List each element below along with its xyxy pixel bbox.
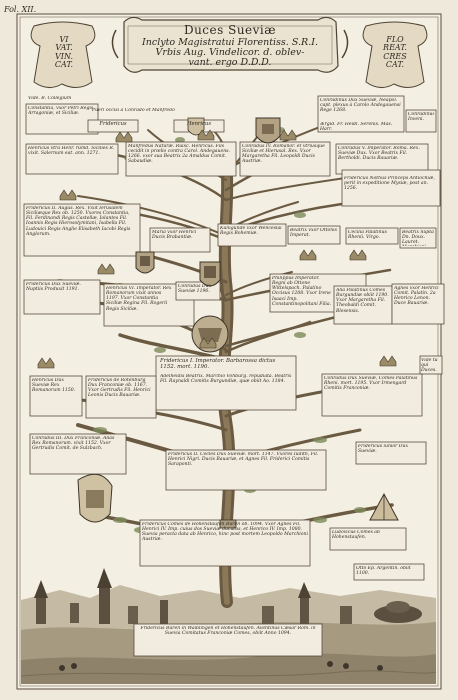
caption-conradus-palatinus: Conradus Dux Sueviæ, Comes Palatinus Rhe…	[324, 376, 418, 392]
caption-conradus-iii: Conradus III. Dux Franconiæ. Alias Rex R…	[32, 436, 115, 452]
caption-conradinus-sub: Ærgid. Fr. Heidl. Serenis. Mas. Harr.	[320, 122, 393, 131]
motto-right-line: CAT.	[385, 60, 405, 70]
caption-vide-tu: Vide tu qui Duces.	[421, 358, 438, 372]
title-line-1: Duces Sueviæ	[183, 23, 277, 37]
caption-otto: Otto Ep. Argentin. obiit 1100.	[356, 566, 411, 577]
bishops-mitre	[369, 492, 399, 521]
motto-left-line: VI	[59, 35, 69, 44]
caption-fridericus-iunior: Fridericus iunior Dux Sueviæ.	[358, 444, 409, 455]
caption-maria: Maria vxor Henrici Ducis Brabantiæ.	[152, 230, 197, 241]
caption-fridericus: Fridericus	[99, 121, 127, 127]
caption-fridericus-rotenburg: Fridericus de Rotenburg Dux Franconiæ ob…	[88, 378, 151, 399]
caption-cecilia: Cecilia Palatinus Rhenii. Virgo.	[348, 230, 387, 241]
caption-vide-collegium: Vide. B. Collegium	[28, 96, 72, 101]
caption-beatrix-nupta: Beatrix nupta Dn. Doux. Lauret. Marchion…	[402, 230, 434, 246]
caption-henricus-rex: Henricus vtra Henr. rumd. Sicilies R. vi…	[28, 146, 115, 157]
heraldic-shields	[77, 117, 281, 529]
caption-fridericus-buren: Fridericus Buren in Waiblingen et Hohens…	[140, 626, 316, 637]
motto-right-line: REAT.	[383, 43, 407, 53]
caption-conradus-iv: Conradus IV. Romanor. et vtriusque Sicil…	[242, 144, 325, 165]
caption-philippus: Philippus Imperator. Regni ab Ottone Wit…	[272, 276, 332, 307]
caption-fridericus-ii-cocles: Fridericus II. Cocles Dux Sueviæ. mort. …	[168, 452, 319, 468]
caption-henricus-dux: Henricus Dux Sueviæ Rex Romanorum 1150.	[32, 378, 76, 394]
motto-right-line: CRES	[383, 51, 407, 61]
caption-frames	[23, 95, 445, 657]
caption-corner-right: Conradinus Inveni.	[408, 112, 434, 123]
caption-henricus-vi: Henricus VI. Imperator. Rex Romanorum vi…	[106, 286, 172, 312]
caption-alia-pals: Alia Palatinus Comes Burgundiæ obiit 119…	[336, 288, 389, 314]
caption-constantia: Constantia, vxor Petri Regis Arragoniæ, …	[28, 106, 94, 117]
caption-beatrix: Beatrix vxor Ottonis Imperat.	[290, 228, 338, 239]
caption-fridericus-ii: Fridericus II. Augus. Rex. Vixit Ierusal…	[26, 206, 131, 237]
caption-ludovicus: Ludovicus Comes ab Hohenstaufen.	[332, 530, 380, 541]
caption-manfredus: Manfredus Naturæ. Ruisc. Henricus. Fils …	[128, 144, 230, 165]
motto-left: VI VAT. VIN. CAT.	[40, 35, 88, 70]
caption-fridericus-nothus: Fridericus Nothus Princeps Antiochiæ, pe…	[344, 176, 435, 192]
folio-number: Fol. XII.	[4, 5, 37, 14]
river	[20, 670, 437, 677]
motto-right: FLO REAT. CRES CAT.	[370, 35, 420, 70]
caption-pueri: Pueri occisi à Conrado et Manfredo	[92, 108, 175, 113]
caption-fridericus-comes: Fridericus Comes de Hohenstaufen Buren o…	[142, 522, 308, 543]
crowns	[37, 129, 397, 369]
motto-right-line: FLO	[386, 35, 404, 44]
motto-left-line: VAT.	[55, 43, 73, 53]
motto-left-line: VIN.	[55, 51, 73, 61]
motto-left-line: CAT.	[54, 60, 74, 70]
caption-kunigundis: Kunigunde vxor Wenceslai Regis Bohemiæ.	[220, 226, 282, 237]
caption-conradus-v: Conradus V. Imperator. Roma. Rex. Sueviæ…	[338, 146, 420, 162]
caption-fridericus-i: Fridericus I. Imperator. Barbarossa dict…	[160, 358, 276, 371]
caption-agnes: Agnes vxor Henrici Comit. Palatin. 2a He…	[394, 286, 439, 307]
title-line-3: Vrbis Aug. Vindelicor. d. oblev-	[155, 47, 305, 58]
caption-conradinus: Conradinus Dux Sueviæ, Neapol. capt. ple…	[320, 98, 401, 114]
title-line-4: vant. ergo D.D.D.	[188, 57, 272, 68]
motto-banners	[30, 21, 428, 88]
caption-henricus: Henricus	[187, 121, 211, 127]
caption-fridericus-i-sub: Adelheidis Beatrix. Marchio Vohburg. rep…	[160, 374, 292, 385]
caption-conradus-dux: Conradus Dux Sueviæ 1196.	[178, 284, 212, 295]
title-line-2: Inclyto Magistratui Florentiss. S.R.I.	[142, 37, 318, 48]
caption-fridericus-dux: Fridericus Dux Sueviæ. Nuptiis Produxit …	[26, 282, 81, 293]
title-cartouche	[111, 16, 349, 73]
